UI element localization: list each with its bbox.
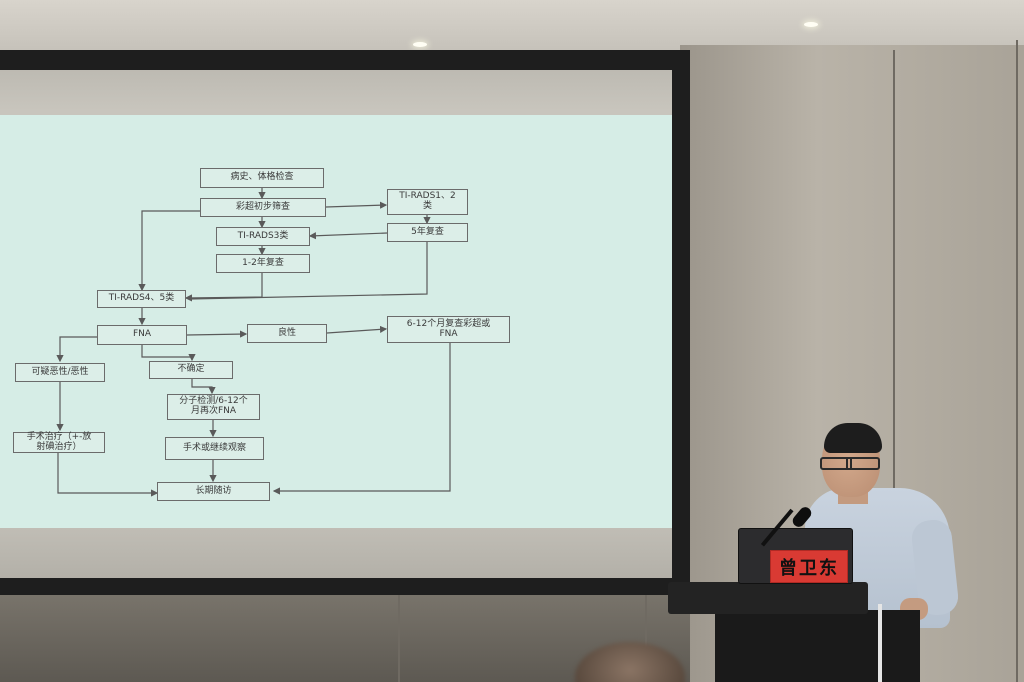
ceiling-light [413, 42, 427, 47]
flowchart-slide: 病史、体格检查 彩超初步筛查 TI-RADS1、2 类 TI-RADS3类 5年… [0, 115, 672, 528]
arrow [272, 343, 451, 495]
node-recheck-1-2yr: 1-2年复查 [216, 254, 310, 273]
node-recheck-5yr: 5年复查 [387, 223, 468, 242]
arrow [56, 336, 97, 363]
arrow [186, 330, 248, 338]
arrow [191, 379, 216, 395]
glasses-bridge [846, 457, 852, 470]
node-ultrasound-screen: 彩超初步筛查 [200, 198, 326, 217]
nameplate: 曾卫东 [770, 550, 848, 583]
arrow [326, 325, 388, 334]
arrow [141, 345, 196, 362]
cable [878, 604, 882, 682]
wall-seam [893, 50, 895, 682]
node-tirads-1-2: TI-RADS1、2 类 [387, 189, 468, 215]
node-history-exam: 病史、体格检查 [200, 168, 324, 188]
node-surgery-or-observe: 手术或继续观察 [165, 437, 264, 460]
arrow [57, 453, 159, 497]
flowchart-connectors [56, 188, 451, 497]
node-surgery-radiation: 手术治疗（+-放 射碘治疗） [13, 432, 105, 453]
node-molecular-test: 分子检测/6-12个 月再次FNA [167, 394, 260, 420]
wall-seam [645, 595, 647, 682]
arrow [138, 210, 200, 292]
podium [715, 610, 920, 682]
node-long-term-followup: 长期随访 [157, 482, 270, 501]
arrow [325, 201, 388, 209]
node-tirads-3: TI-RADS3类 [216, 227, 310, 246]
node-fna: FNA [97, 325, 187, 345]
arrow [308, 232, 388, 240]
node-benign: 良性 [247, 324, 327, 343]
lower-wall [0, 590, 690, 682]
node-tirads-4-5: TI-RADS4、5类 [97, 290, 186, 308]
arrow [184, 273, 263, 302]
node-recheck-6-12mo: 6-12个月复查彩超或 FNA [387, 316, 510, 343]
ceiling-light [804, 22, 818, 27]
node-indeterminate: 不确定 [149, 361, 233, 379]
arrow [189, 242, 428, 300]
podium-top [668, 582, 868, 614]
wall-seam [1016, 40, 1018, 682]
node-suspicious-malignant: 可疑恶性/恶性 [15, 363, 105, 382]
presenter-hair [824, 423, 882, 453]
wall-seam [398, 595, 400, 682]
